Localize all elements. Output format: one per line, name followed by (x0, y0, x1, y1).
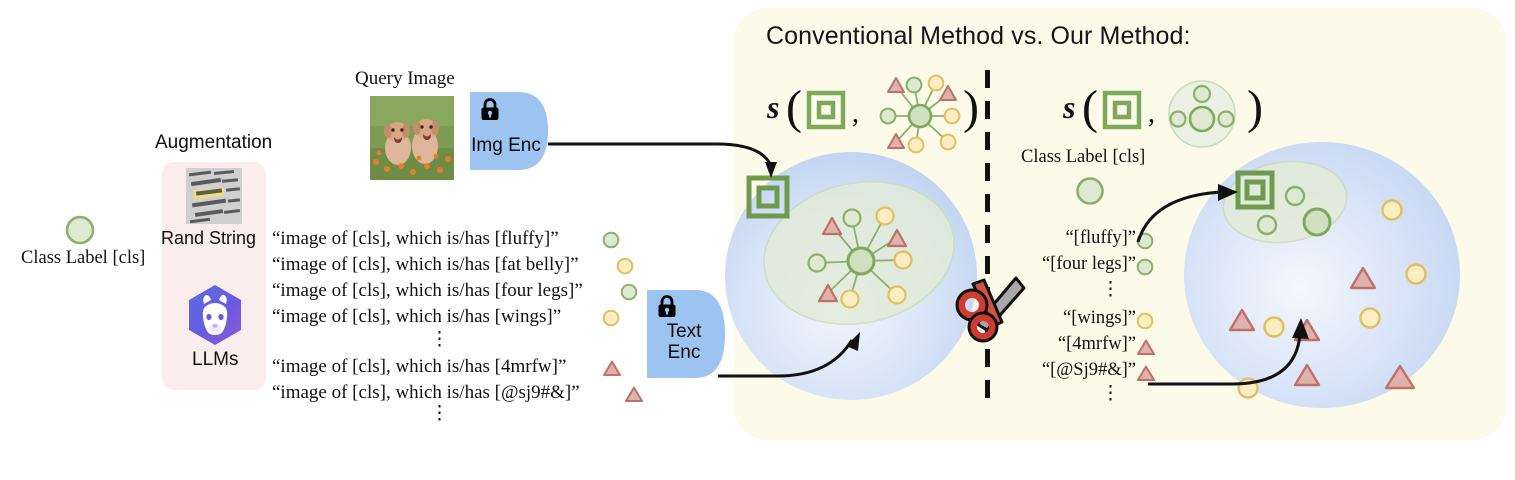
ours-embedding-sphere (1184, 142, 1460, 408)
nested-green-square-icon (806, 90, 846, 130)
conventional-formula-s: s (767, 89, 780, 125)
list-item: “[fluffy]” (1010, 228, 1154, 254)
list-ellipsis: ⋮ (1010, 279, 1146, 308)
list-item: “image of [cls], which is/has [four legs… (272, 280, 638, 306)
kept-prompt-text: “[wings]” (1063, 308, 1136, 328)
yellow-circle-marker-icon (1136, 312, 1154, 330)
prompt-text: “image of [cls], which is/has [four legs… (272, 280, 583, 301)
text-encoder-label-line2: Enc (667, 342, 701, 363)
text-to-sphere-arrow (718, 332, 860, 378)
ours-class-label-caption: Class Label [cls] (1021, 147, 1146, 167)
img-encoder-label: Img Enc (471, 135, 541, 156)
class-label-caption: Class Label [cls] (21, 248, 146, 268)
ours-formula-close-paren: ) (1247, 81, 1263, 134)
kept-prompt-list: “[fluffy]” “[four legs]” ⋮ “[wings]” “[4… (1010, 228, 1155, 412)
list-item: “[wings]” (1010, 308, 1154, 334)
class-label-circle-icon (1076, 177, 1104, 205)
query-image-caption: Query Image (355, 68, 455, 89)
conventional-embedding-sphere (725, 152, 977, 400)
vertical-ellipsis: ⋮ (1101, 279, 1120, 300)
green-circle-marker-icon (620, 283, 638, 301)
list-item: “image of [cls], which is/has [@sj9#&]” (272, 382, 643, 408)
conventional-formula-open-paren: ( (786, 81, 802, 134)
red-triangle-marker-icon (625, 386, 643, 402)
yellow-circle-marker-icon (616, 257, 634, 275)
list-ellipsis: ⋮ (272, 329, 583, 356)
list-item: “image of [cls], which is/has [fluffy]” (272, 228, 620, 254)
llms-label: LLMs (192, 349, 239, 370)
class-label-circle-icon (65, 215, 95, 245)
scissors-icon (955, 276, 1026, 343)
green-circle-marker-icon (1136, 258, 1154, 276)
star-graph-icon (879, 74, 961, 154)
kept-prompt-text: “[4mrfw]” (1057, 334, 1136, 354)
page-title: Conventional Method vs. Our Method: (766, 22, 1191, 50)
ours-formula-comma: , (1148, 98, 1155, 129)
rand-string-label: Rand String (161, 228, 257, 248)
green-circle-marker-icon (602, 231, 620, 249)
list-ellipsis: ⋮ (1010, 383, 1146, 412)
list-item: “[@Sj9#&]” (1010, 360, 1155, 386)
ours-formula-open-paren: ( (1082, 81, 1098, 134)
conventional-formula-close-paren: ) (963, 81, 979, 134)
lock-icon (658, 295, 676, 317)
red-triangle-marker-icon (1137, 365, 1155, 381)
list-item: “image of [cls], which is/has [wings]” (272, 306, 620, 332)
list-item: “image of [cls], which is/has [4mrfw]” (272, 356, 621, 382)
list-item: “image of [cls], which is/has [fat belly… (272, 254, 634, 280)
prompt-list: “image of [cls], which is/has [fluffy]” … (272, 228, 643, 434)
llama-hexagon-icon (189, 285, 241, 345)
vertical-ellipsis: ⋮ (430, 403, 449, 424)
image-to-sphere-arrow (548, 142, 777, 178)
prompt-text: “image of [cls], which is/has [wings]” (272, 306, 562, 327)
vertical-ellipsis: ⋮ (430, 329, 449, 350)
kept-prompt-text: “[four legs]” (1042, 254, 1136, 274)
prompt-text: “image of [cls], which is/has [4mrfw]” (272, 356, 567, 377)
ours-formula-s: s (1063, 89, 1076, 125)
conventional-formula-comma: , (852, 98, 859, 129)
red-triangle-marker-icon (1137, 339, 1155, 355)
list-ellipsis: ⋮ (272, 403, 583, 434)
kept-prompt-text: “[@Sj9#&]” (1041, 360, 1136, 380)
noisy-text-thumbnail-icon (186, 168, 242, 224)
augmentation-title: Augmentation (155, 132, 273, 153)
dashed-divider (985, 70, 990, 408)
kept-prompt-text: “[fluffy]” (1065, 228, 1136, 248)
text-encoder-label-line1: Text (666, 321, 702, 342)
vertical-ellipsis: ⋮ (1101, 383, 1120, 404)
nested-green-square-icon (1102, 90, 1142, 130)
rand-string-to-sphere-arrow (1148, 318, 1309, 386)
red-triangle-marker-icon (603, 360, 621, 376)
list-item: “[4mrfw]” (1010, 334, 1155, 360)
lock-icon (481, 98, 499, 120)
prompt-text: “image of [cls], which is/has [fluffy]” (272, 228, 559, 249)
prompt-text: “image of [cls], which is/has [@sj9#&]” (272, 382, 580, 403)
clustered-circles-icon (1168, 80, 1236, 148)
class-label-to-sphere-arrow (1136, 184, 1238, 243)
prompt-text: “image of [cls], which is/has [fat belly… (272, 254, 579, 275)
yellow-circle-marker-icon (602, 309, 620, 327)
query-image (370, 96, 454, 180)
list-item: “[four legs]” (1010, 254, 1154, 280)
